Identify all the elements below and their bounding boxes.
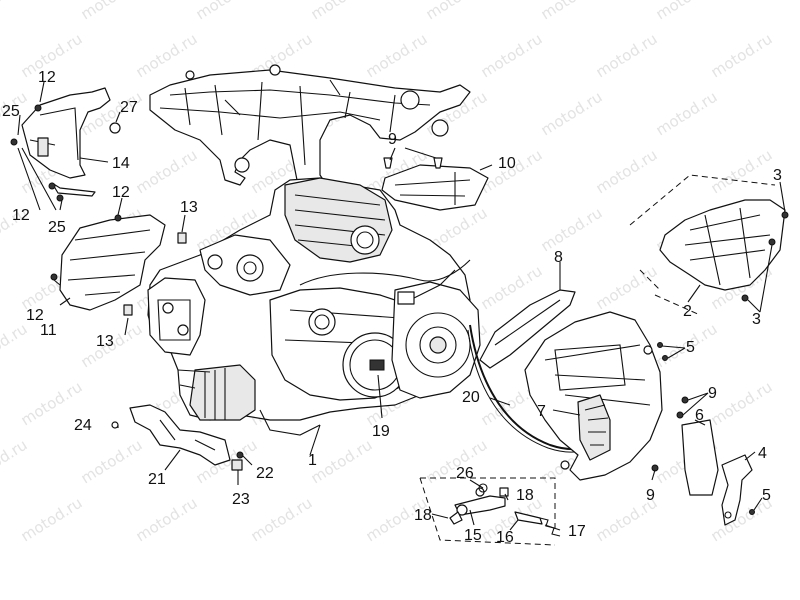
watermark-text: motod.ru: [653, 88, 721, 140]
callout-9: 9: [646, 487, 655, 504]
part-8-cover: [479, 289, 576, 369]
callout-8: 8: [554, 249, 563, 266]
callout-3: 3: [773, 167, 782, 184]
callout-labels: 12 25 27 14 12 25 9 10 12 13 12 11 13 3 …: [2, 69, 782, 546]
part-6-plate: [681, 419, 719, 496]
callout-22: 22: [256, 465, 274, 482]
hardware-parts: [10, 104, 789, 525]
watermark-text: motod.ru: [0, 320, 30, 372]
part-11-heat-shield: [59, 214, 166, 311]
callout-18: 18: [516, 487, 534, 504]
watermark-text: motod.ru: [538, 0, 606, 23]
callout-27: 27: [120, 99, 138, 116]
watermark-text: motod.ru: [0, 0, 30, 23]
watermark-text: motod.ru: [248, 494, 316, 546]
watermark-text: motod.ru: [308, 436, 376, 488]
frame-part: [149, 64, 471, 201]
callout-23: 23: [232, 491, 250, 508]
callout-5: 5: [686, 339, 695, 356]
watermark-text: motod.ru: [593, 262, 661, 314]
callout-12: 12: [12, 207, 30, 224]
callout-9: 9: [708, 385, 717, 402]
watermark-text: motod.ru: [18, 494, 86, 546]
callout-12: 12: [38, 69, 56, 86]
callout-18: 18: [414, 507, 432, 524]
callout-10: 10: [498, 155, 516, 172]
callout-20: 20: [462, 389, 480, 406]
callout-3: 3: [752, 311, 761, 328]
watermark-text: motod.ru: [538, 88, 606, 140]
callout-6: 6: [695, 407, 704, 424]
callout-4: 4: [758, 445, 767, 462]
watermark-text: motod.ru: [708, 378, 776, 430]
callout-13: 13: [96, 333, 114, 350]
watermark-text: motod.ru: [78, 0, 146, 23]
watermark-text: motod.ru: [423, 0, 491, 23]
part-21-bracket: [129, 404, 231, 466]
engine-assembly: [147, 177, 481, 436]
watermark-text: motod.ru: [593, 146, 661, 198]
callout-26: 26: [456, 465, 474, 482]
callout-24: 24: [74, 417, 92, 434]
part-14-shroud: [21, 87, 111, 197]
part-7-cvt-cover: [524, 311, 663, 481]
callout-9: 9: [388, 131, 397, 148]
callout-16: 16: [496, 529, 514, 546]
callout-5: 5: [762, 487, 771, 504]
part-10-cover: [381, 164, 489, 211]
callout-7: 7: [537, 403, 546, 420]
watermark-text: motod.ru: [478, 30, 546, 82]
callout-2: 2: [683, 303, 692, 320]
watermark-text: motod.ru: [708, 146, 776, 198]
watermark-text: motod.ru: [133, 146, 201, 198]
callout-25: 25: [48, 219, 66, 236]
part-4-bracket: [721, 454, 753, 526]
watermark-text: motod.ru: [308, 0, 376, 23]
callout-19: 19: [372, 423, 390, 440]
watermark-text: motod.ru: [193, 0, 261, 23]
callout-14: 14: [112, 155, 130, 172]
callout-13: 13: [180, 199, 198, 216]
watermark-text: motod.ru: [653, 0, 721, 23]
watermark-text: motod.ru: [708, 30, 776, 82]
watermark-text: motod.ru: [78, 436, 146, 488]
callout-15: 15: [464, 527, 482, 544]
callout-11: 11: [40, 322, 57, 339]
callout-12: 12: [26, 307, 44, 324]
linkage-parts: [419, 477, 561, 546]
watermark-text: motod.ru: [538, 204, 606, 256]
callout-17: 17: [568, 523, 586, 540]
leader-lines: [17, 81, 786, 531]
watermark-text: motod.ru: [593, 30, 661, 82]
watermark-text: motod.ru: [363, 30, 431, 82]
watermark-text: motod.ru: [133, 494, 201, 546]
part-2-cover: [629, 174, 786, 316]
callout-1: 1: [308, 452, 317, 469]
watermark-text: motod.ru: [0, 436, 30, 488]
callout-25: 25: [2, 103, 20, 120]
callout-12: 12: [112, 184, 130, 201]
callout-21: 21: [148, 471, 166, 488]
